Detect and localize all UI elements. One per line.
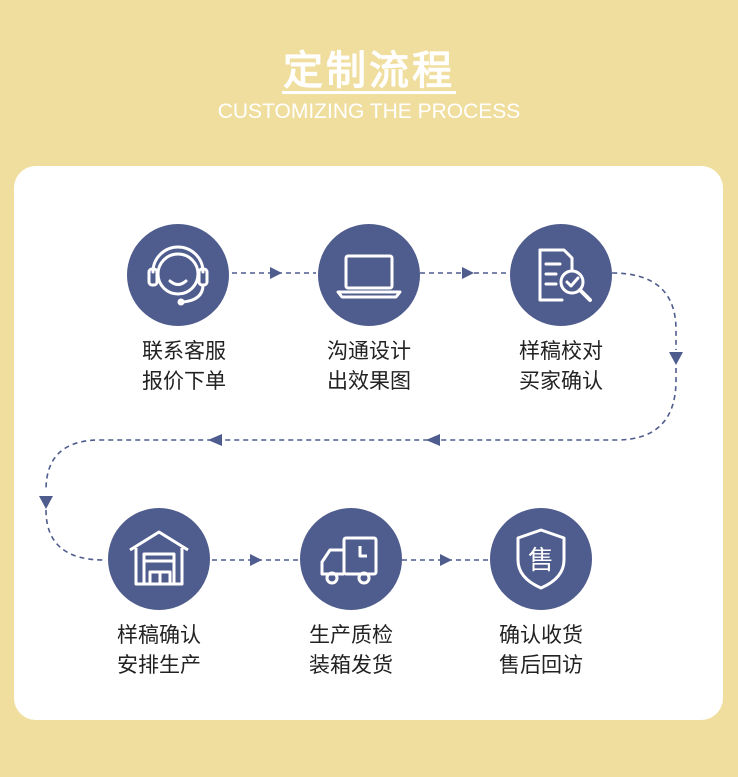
step-6-line1: 确认收货 <box>499 623 583 647</box>
step-6-circle: 售 <box>490 508 592 610</box>
document-search-icon <box>538 248 592 302</box>
page-subtitle: CUSTOMIZING THE PROCESS <box>217 100 521 123</box>
arrow-head <box>462 267 474 279</box>
step-5-line2: 装箱发货 <box>309 653 393 677</box>
title-underline <box>282 91 456 94</box>
step-5-circle <box>300 508 402 610</box>
after-sales-shield-icon: 售 <box>516 528 566 590</box>
connector-3-curve-down <box>611 272 677 350</box>
laptop-icon <box>336 254 402 299</box>
step-1-line2: 报价下单 <box>142 369 226 393</box>
delivery-truck-icon <box>320 536 378 585</box>
step-4-circle <box>108 508 210 610</box>
arrow-head <box>270 267 282 279</box>
step-1-line1: 联系客服 <box>142 339 226 363</box>
arrow-head <box>669 352 683 365</box>
step-3-circle <box>510 224 612 326</box>
connector-row-return <box>45 368 677 491</box>
arrow-head <box>426 434 440 446</box>
step-5-label: 生产质检 装箱发货 <box>261 620 441 680</box>
step-4-line2: 安排生产 <box>117 653 201 677</box>
arrow-head <box>39 496 53 509</box>
step-6-label: 确认收货 售后回访 <box>451 620 631 680</box>
step-1-circle <box>127 224 229 326</box>
step-2-line1: 沟通设计 <box>327 339 411 363</box>
step-2-label: 沟通设计 出效果图 <box>279 336 459 396</box>
after-sales-badge: 售 <box>528 546 554 576</box>
step-4-line1: 样稿确认 <box>117 623 201 647</box>
headset-icon <box>147 245 209 306</box>
arrow-head <box>440 554 452 566</box>
step-2-circle <box>318 224 420 326</box>
step-1-label: 联系客服 报价下单 <box>94 336 274 396</box>
warehouse-icon <box>129 530 189 586</box>
step-3-line1: 样稿校对 <box>519 339 603 363</box>
page-title: 定制流程 <box>283 48 455 94</box>
connector-to-4 <box>45 509 105 561</box>
step-4-label: 样稿确认 安排生产 <box>69 620 249 680</box>
step-6-line2: 售后回访 <box>499 653 583 677</box>
step-3-label: 样稿校对 买家确认 <box>471 336 651 396</box>
arrow-head <box>208 434 222 446</box>
arrow-head <box>250 554 262 566</box>
step-2-line2: 出效果图 <box>327 369 411 393</box>
step-5-line1: 生产质检 <box>309 623 393 647</box>
step-3-line2: 买家确认 <box>519 369 603 393</box>
